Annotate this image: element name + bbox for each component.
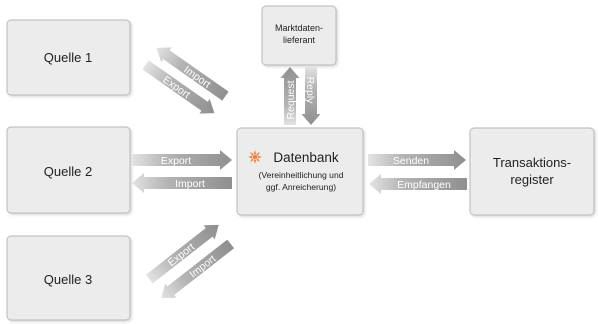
marktdaten-label-line1: Marktdaten- xyxy=(275,23,323,33)
q2-import-label: Import xyxy=(175,178,205,190)
empfangen-arrow: Empfangen xyxy=(369,174,467,194)
empfangen-label: Empfangen xyxy=(397,179,451,191)
q2-export-label: Export xyxy=(161,155,191,167)
quelle-1-box: Quelle 1 xyxy=(6,19,131,96)
quelle-2-label: Quelle 2 xyxy=(44,164,92,179)
transaktionsregister-label-line2: register xyxy=(510,172,554,187)
datenbank-subtitle-line1: (Vereinheitlichung und xyxy=(258,170,343,180)
transaktionsregister-box: Transaktions- register xyxy=(469,127,595,216)
datenbank-box: Datenbank (Vereinheitlichung und ggf. An… xyxy=(236,127,364,216)
quelle-2-box: Quelle 2 xyxy=(6,126,131,214)
q2-import-arrow: Import xyxy=(132,173,232,193)
datenbank-subtitle-line2: ggf. Anreicherung) xyxy=(266,182,336,192)
q1-export-label: Export xyxy=(160,74,192,101)
reply-arrow: Reply xyxy=(301,67,321,125)
transaktionsregister-label-line1: Transaktions- xyxy=(493,155,571,170)
marktdaten-box: Marktdaten- lieferant xyxy=(261,5,337,66)
sun-icon xyxy=(248,150,262,164)
senden-arrow: Senden xyxy=(368,150,466,170)
datenbank-title: Datenbank xyxy=(273,150,339,165)
request-arrow: Request xyxy=(280,67,300,125)
q2-export-arrow: Export xyxy=(132,150,232,170)
senden-label: Senden xyxy=(393,155,429,167)
request-label: Request xyxy=(285,80,297,119)
reply-label: Reply xyxy=(304,77,316,105)
q3-import-label: Import xyxy=(187,253,218,281)
quelle-3-box: Quelle 3 xyxy=(6,235,131,321)
q3-export-label: Export xyxy=(166,241,197,269)
marktdaten-label-line2: lieferant xyxy=(283,35,316,45)
quelle-3-label: Quelle 3 xyxy=(44,272,92,287)
quelle-1-label: Quelle 1 xyxy=(44,50,92,65)
